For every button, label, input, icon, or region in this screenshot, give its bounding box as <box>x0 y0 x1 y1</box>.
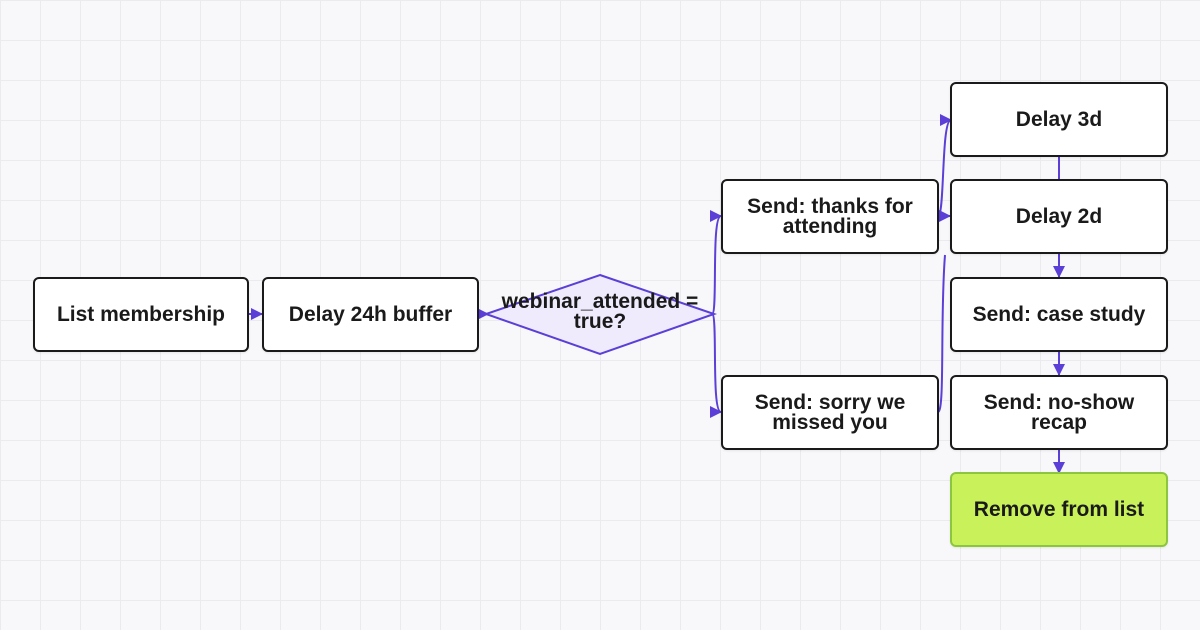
edge-decision-to-sorry <box>709 313 722 418</box>
send-node-thanks[interactable]: Send: thanks for attending <box>721 179 939 254</box>
trigger-node-list-membership[interactable]: List membership <box>33 277 249 352</box>
delay-node-2d[interactable]: Delay 2d <box>950 179 1168 254</box>
decision-label: webinar_attended = true? <box>501 290 699 333</box>
send-node-no-show-recap[interactable]: Send: no-show recap <box>950 375 1168 450</box>
action-node-remove-from-list[interactable]: Remove from list <box>950 472 1168 547</box>
send-node-sorry[interactable]: Send: sorry we missed you <box>721 375 939 450</box>
edge-sorry-to-recap <box>937 254 946 413</box>
delay-node-24h-buffer[interactable]: Delay 24h buffer <box>262 277 479 352</box>
decision-diamond[interactable] <box>482 273 718 356</box>
edge-decision-to-thanks <box>709 210 722 315</box>
delay-node-3d[interactable]: Delay 3d <box>950 82 1168 157</box>
send-node-case-study[interactable]: Send: case study <box>950 277 1168 352</box>
